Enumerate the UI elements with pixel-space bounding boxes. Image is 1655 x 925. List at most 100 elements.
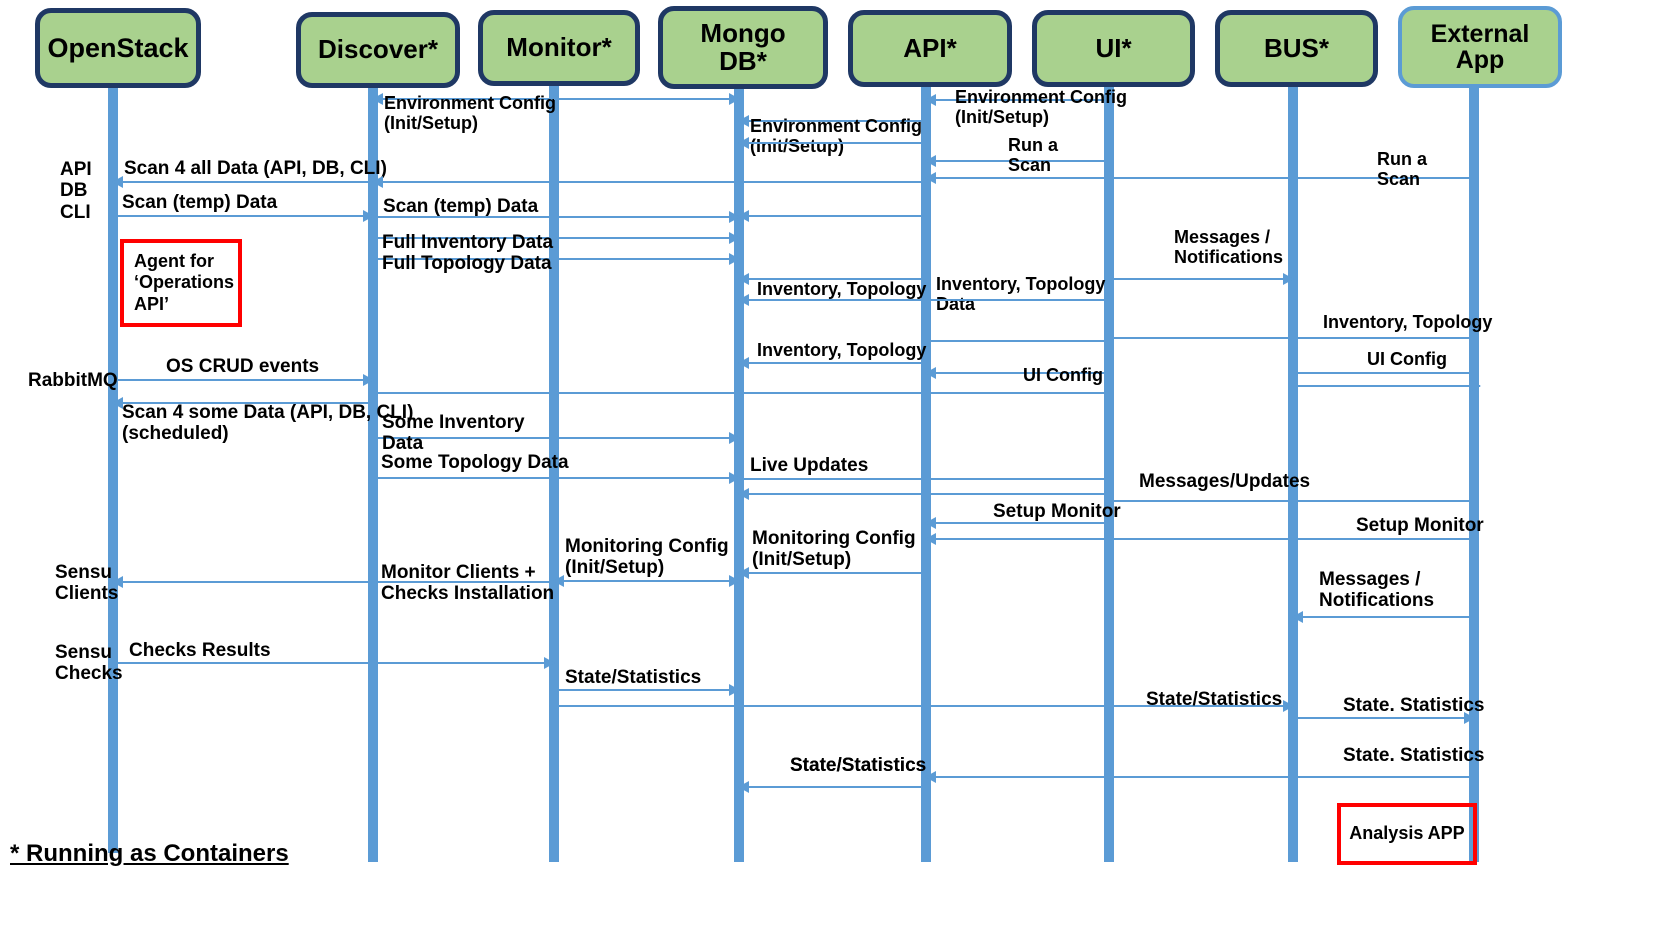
arrowhead-left-m9 <box>372 176 383 188</box>
actor-box-externalapp[interactable]: External App <box>1398 6 1562 88</box>
message-line-m28 <box>373 437 739 439</box>
arrowhead-right-m24 <box>363 374 374 386</box>
actor-label-discover: Discover* <box>318 34 438 65</box>
arrowhead-left-m4 <box>738 115 749 127</box>
message-label-m40: State/Statistics <box>565 667 702 688</box>
message-label-m38: Messages / Notifications <box>1319 569 1435 611</box>
message-line-m3 <box>926 99 1109 101</box>
message-line-m15 <box>1109 278 1293 280</box>
actor-box-discover[interactable]: Discover* <box>296 12 460 88</box>
arrowhead-left-m6 <box>925 155 936 167</box>
lifeline-bus <box>1288 87 1298 862</box>
lifeline-api <box>921 87 931 862</box>
message-label-m11: Scan (temp) Data <box>383 196 539 217</box>
message-label-m22: UI Config <box>1023 365 1103 385</box>
message-label-m44: State. Statistics <box>1343 745 1485 766</box>
arrowhead-right-m11 <box>729 211 740 223</box>
message-label-m39: Checks Results <box>129 640 271 661</box>
arrowhead-left-m38 <box>1292 611 1303 623</box>
message-label-m8: Scan 4 all Data (API, DB, CLI) <box>124 158 387 179</box>
actor-label-monitor: Monitor* <box>506 32 612 63</box>
message-line-m32 <box>739 493 1109 495</box>
message-line-m35 <box>739 572 926 574</box>
arrowhead-right-m28 <box>729 432 740 444</box>
message-label-m3: Environment Config (Init/Setup) <box>955 87 1127 127</box>
message-line-m21 <box>739 362 926 364</box>
arrowhead-right-m13 <box>729 232 740 244</box>
message-label-m17: Inventory, Topology <box>757 279 927 299</box>
actor-box-ui[interactable]: UI* <box>1032 10 1195 87</box>
message-label-m13: Full Inventory Data <box>382 232 554 253</box>
actor-label-api: API* <box>903 32 957 63</box>
arrowhead-left-m8 <box>112 176 123 188</box>
message-label-m36: Monitoring Config (Init/Setup) <box>565 536 729 578</box>
arrowhead-left-m45 <box>925 771 936 783</box>
actor-label-mongodb: Mongo DB* <box>700 18 786 76</box>
message-label-m34: Setup Monitor <box>1356 515 1484 536</box>
message-line-m42 <box>1109 705 1293 707</box>
arrowhead-left-m36 <box>553 575 564 587</box>
message-line-m38 <box>1293 616 1474 618</box>
message-label-m45: State/Statistics <box>790 755 927 776</box>
message-line-m4 <box>739 120 926 122</box>
message-line-m18 <box>739 299 926 301</box>
arrowhead-right-m36 <box>729 575 740 587</box>
message-line-m33 <box>926 522 1109 524</box>
message-label-m4: Environment Config (Init/Setup) <box>750 116 922 156</box>
lifeline-monitor <box>549 86 559 862</box>
message-label-m37: Monitor Clients + Checks Installation <box>381 562 555 604</box>
actor-box-bus[interactable]: BUS* <box>1215 10 1378 87</box>
message-line-m43 <box>1293 717 1474 719</box>
message-label-m33: Setup Monitor <box>993 501 1121 522</box>
arrowhead-left-m32 <box>738 488 749 500</box>
message-label-m30: Live Updates <box>750 455 869 476</box>
actor-label-bus: BUS* <box>1263 32 1329 63</box>
actor-box-api[interactable]: API* <box>848 10 1012 87</box>
arrowhead-right-m15 <box>1283 273 1294 285</box>
arrowhead-left-m18 <box>738 294 749 306</box>
actor-label-externalapp: External App <box>1430 19 1530 74</box>
arrowhead-left-m27 <box>112 397 123 409</box>
arrowhead-left-m33 <box>925 517 936 529</box>
arrowhead-right-m40 <box>729 684 740 696</box>
message-label-m16: Inventory, Topology Data <box>936 274 1106 314</box>
message-line-m31 <box>1109 500 1474 502</box>
message-label-m14: Full Topology Data <box>382 253 552 274</box>
actor-label-ui: UI* <box>1095 32 1132 63</box>
lifeline-openstack <box>108 88 118 853</box>
message-line-m29 <box>373 477 739 479</box>
actor-box-mongodb[interactable]: Mongo DB* <box>658 6 828 89</box>
message-label-m35: Monitoring Config (Init/Setup) <box>752 528 916 570</box>
message-label-m29: Some Topology Data <box>381 452 569 473</box>
message-label-m31: Messages/Updates <box>1139 471 1311 492</box>
arrowhead-left-m12 <box>738 210 749 222</box>
message-line-m25 <box>1293 385 1480 387</box>
actor-box-openstack[interactable]: OpenStack <box>35 8 201 88</box>
message-label-m10: Scan (temp) Data <box>122 192 278 213</box>
message-line-m9 <box>373 181 926 183</box>
message-label-m46: State/Statistics <box>790 755 927 776</box>
lifeline-discover <box>368 88 378 862</box>
message-line-m23 <box>1293 372 1474 374</box>
message-line-m22 <box>926 372 1109 374</box>
message-line-m36 <box>554 580 739 582</box>
lifeline-externalapp <box>1469 88 1479 862</box>
message-line-m14 <box>373 258 739 260</box>
message-line-m45 <box>926 776 1293 778</box>
message-label-m15: Messages / Notifications <box>1174 227 1284 267</box>
side-label-sensu-clients: Sensu Clients <box>55 562 119 605</box>
message-label-m28: Some Inventory Data <box>382 412 525 454</box>
arrowhead-left-m37 <box>112 576 123 588</box>
message-label-m27: Scan 4 some Data (API, DB, CLI) (schedul… <box>122 402 414 444</box>
message-line-m16 <box>739 278 926 280</box>
message-label-m23: UI Config <box>1367 349 1447 369</box>
actor-box-monitor[interactable]: Monitor* <box>478 10 640 86</box>
message-line-m41 <box>554 705 1109 707</box>
message-line-m2 <box>554 98 739 100</box>
message-line-m34 <box>926 538 1474 540</box>
message-line-m13 <box>373 237 739 239</box>
note-agent-note: Agent for ‘Operations API’ <box>120 239 242 327</box>
message-label-m24: OS CRUD events <box>166 356 320 377</box>
message-label-m43: State. Statistics <box>1343 695 1485 716</box>
